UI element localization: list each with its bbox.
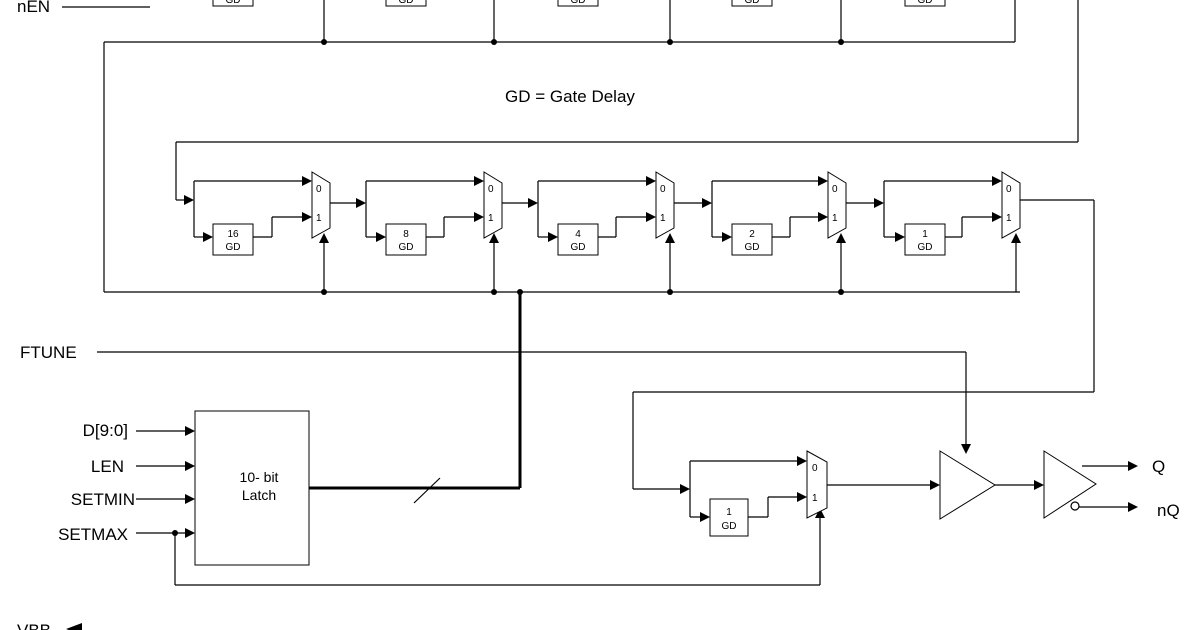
gd-text-top-5: GD: [918, 0, 933, 6]
nq-label: nQ: [1157, 501, 1180, 520]
output-driver: [1043, 450, 1097, 519]
delay-stage-2: 2 GD 0 1: [711, 171, 884, 292]
stage-weight-16: 16: [227, 229, 239, 240]
ftune-label: FTUNE: [20, 343, 77, 362]
stage-weight-8: 8: [403, 229, 409, 240]
inverting-bubble-icon: [1070, 501, 1080, 511]
gd-text-top-1: GD: [226, 0, 241, 6]
delay-stage-1: 1 GD 0 1: [632, 171, 1095, 494]
final-gd: GD: [722, 521, 737, 532]
mux-2: [827, 171, 847, 239]
latch-block: 10- bit Latch D[9:0] LEN SETMIN SETMAX: [58, 410, 825, 586]
mux-4: [655, 171, 675, 239]
latch-box: [194, 410, 310, 566]
delay-stage-8: 8 GD 0 1: [365, 171, 538, 292]
gd-box-final: [709, 498, 749, 537]
gd-box-top-2: [385, 0, 427, 7]
vbb-area: VBB: [17, 621, 82, 630]
gd-box-top-4: [731, 0, 773, 7]
mux-1-in0: 0: [1006, 184, 1012, 195]
buffer-triangle: [939, 450, 996, 520]
q-label: Q: [1152, 457, 1165, 476]
gd-box-16: [212, 223, 254, 256]
stage-gd-4: GD: [571, 242, 586, 253]
setmax-label: SETMAX: [58, 525, 128, 544]
mux-final-in0: 0: [812, 463, 818, 474]
nen-label: nEN: [17, 0, 50, 16]
stage-weight-1: 1: [922, 229, 928, 240]
len-label: LEN: [91, 457, 124, 476]
stage-weight-4: 4: [575, 229, 581, 240]
gd-box-8: [385, 223, 427, 256]
stage-gd-2: GD: [745, 242, 760, 253]
mux-final: [806, 450, 828, 519]
mux-16-in1: 1: [316, 213, 322, 224]
gd-box-2: [731, 223, 773, 256]
mux-8-in1: 1: [488, 213, 494, 224]
setmin-label: SETMIN: [71, 490, 135, 509]
mux-8: [483, 171, 503, 239]
stage-row: 16 GD 0 1 8 GD: [104, 171, 1095, 494]
final-stage: 1 GD 0 1 Q nQ: [689, 450, 1180, 537]
d-label: D[9:0]: [83, 421, 128, 440]
stage-gd-1: GD: [918, 242, 933, 253]
gd-box-top-5: [904, 0, 946, 7]
mux-16: [311, 171, 331, 239]
select-bus: [309, 292, 522, 504]
latch-label-1: 10- bit: [240, 469, 279, 485]
stage-weight-2: 2: [749, 229, 755, 240]
delay-stage-4: 4 GD 0 1: [537, 171, 712, 292]
ftune-path: FTUNE: [20, 343, 971, 454]
gd-box-4: [557, 223, 599, 256]
mux-8-in0: 0: [488, 184, 494, 195]
mux-16-in0: 0: [316, 184, 322, 195]
delay-stage-16: 16 GD 0 1: [193, 171, 366, 292]
mux-2-in0: 0: [832, 184, 838, 195]
stage-gd-8: GD: [399, 242, 414, 253]
mux-4-in0: 0: [660, 184, 666, 195]
vbb-arrow-icon: [66, 623, 82, 630]
mux-1: [1001, 171, 1021, 239]
gd-box-top-1: [212, 0, 254, 7]
gd-text-top-2: GD: [399, 0, 414, 6]
gd-box-top-3: [557, 0, 599, 7]
mux-4-in1: 1: [660, 213, 666, 224]
gd-legend: GD = Gate Delay: [505, 87, 635, 106]
gd-box-1: [904, 223, 946, 256]
gd-text-top-4: GD: [745, 0, 760, 6]
mux-final-in1: 1: [812, 493, 818, 504]
final-weight: 1: [726, 507, 732, 518]
mux-2-in1: 1: [832, 213, 838, 224]
mux-1-in1: 1: [1006, 213, 1012, 224]
vbb-label: VBB: [17, 621, 51, 630]
stage-gd-16: GD: [226, 242, 241, 253]
top-row: nEN GD GD GD GD GD: [17, 0, 1079, 292]
latch-label-2: Latch: [242, 487, 276, 503]
gd-text-top-3: GD: [571, 0, 586, 6]
